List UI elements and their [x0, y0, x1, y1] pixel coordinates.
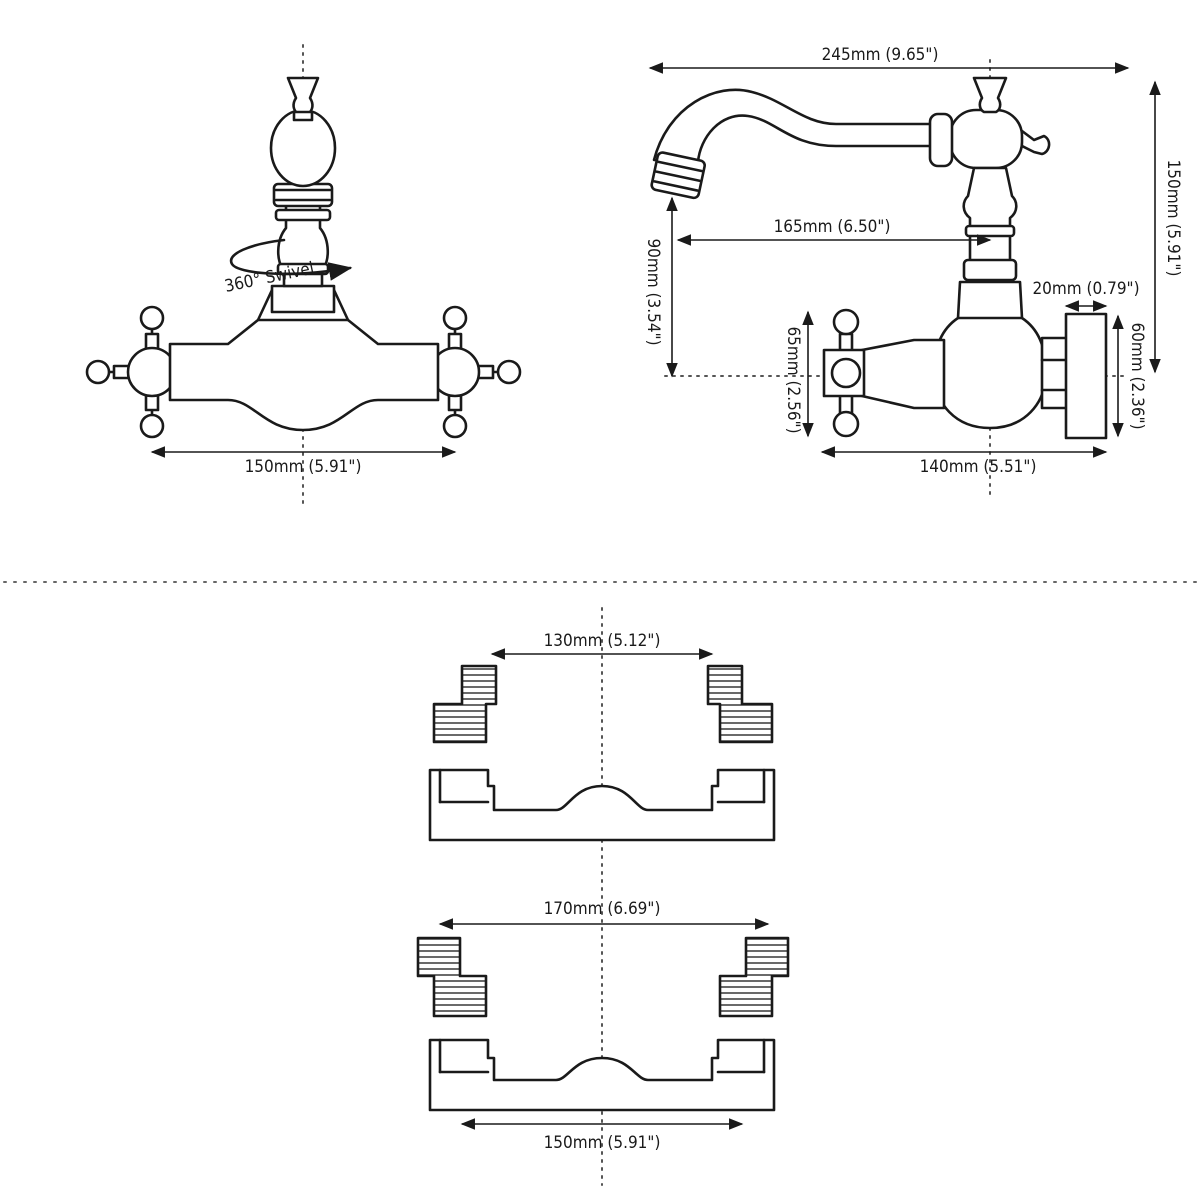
spout-height-label: 90mm (3.54"): [643, 238, 663, 345]
fittings-upper: 130mm (5.12"): [428, 607, 776, 1186]
lower-mixer-bar: [428, 1038, 776, 1112]
spout-reach-label: 245mm (9.65"): [822, 45, 939, 65]
top-knob-finial: [286, 76, 320, 116]
side-view: 360° Swivel 150mm (5.91"): [85, 44, 522, 506]
valve-connector: [1040, 336, 1070, 410]
spout-hub: [948, 108, 1024, 170]
lever-handle: [1008, 120, 1051, 156]
fittings-lower: 170mm (6.69") 150mm (5.91"): [416, 899, 790, 1153]
side-cross-handle: [822, 308, 866, 438]
upper-mixer-bar: [428, 768, 776, 842]
swivel-arrow-icon: [229, 238, 353, 281]
side-width-label: 150mm (5.91"): [245, 457, 362, 477]
overall-height-label: 150mm (5.91"): [1163, 160, 1183, 277]
right-eccentric-connector-wide: [718, 936, 790, 1018]
handle-height-label: 65mm (2.56"): [783, 326, 803, 433]
flange-thickness-label: 20mm (0.79"): [1032, 279, 1139, 299]
left-eccentric-connector-wide: [416, 936, 488, 1018]
spout-projection-label: 165mm (6.50"): [774, 217, 891, 237]
flange-height-label: 60mm (2.36"): [1127, 322, 1147, 429]
front-view: 245mm (9.65") 165mm (6.50") 90mm (3.54")…: [643, 45, 1183, 496]
handle-stem: [860, 338, 946, 410]
top-knob-ball: [269, 108, 337, 188]
spout-arm: [652, 88, 942, 164]
spout-aerator: [650, 151, 706, 200]
mixer-body: [168, 288, 440, 432]
left-eccentric-connector: [432, 664, 498, 744]
hub-finial: [972, 76, 1008, 114]
wall-flange: [1064, 312, 1108, 440]
lower-base-width-label: 150mm (5.91"): [544, 1133, 661, 1153]
front-column: [962, 166, 1018, 274]
valve-body-bulb: [932, 280, 1048, 430]
right-eccentric-connector: [706, 664, 774, 744]
spout-base-collar: [270, 284, 336, 314]
upper-center-distance-label: 130mm (5.12"): [544, 631, 661, 651]
depth-label: 140mm (5.51"): [920, 457, 1037, 477]
lower-center-distance-label: 170mm (6.69"): [544, 899, 661, 919]
